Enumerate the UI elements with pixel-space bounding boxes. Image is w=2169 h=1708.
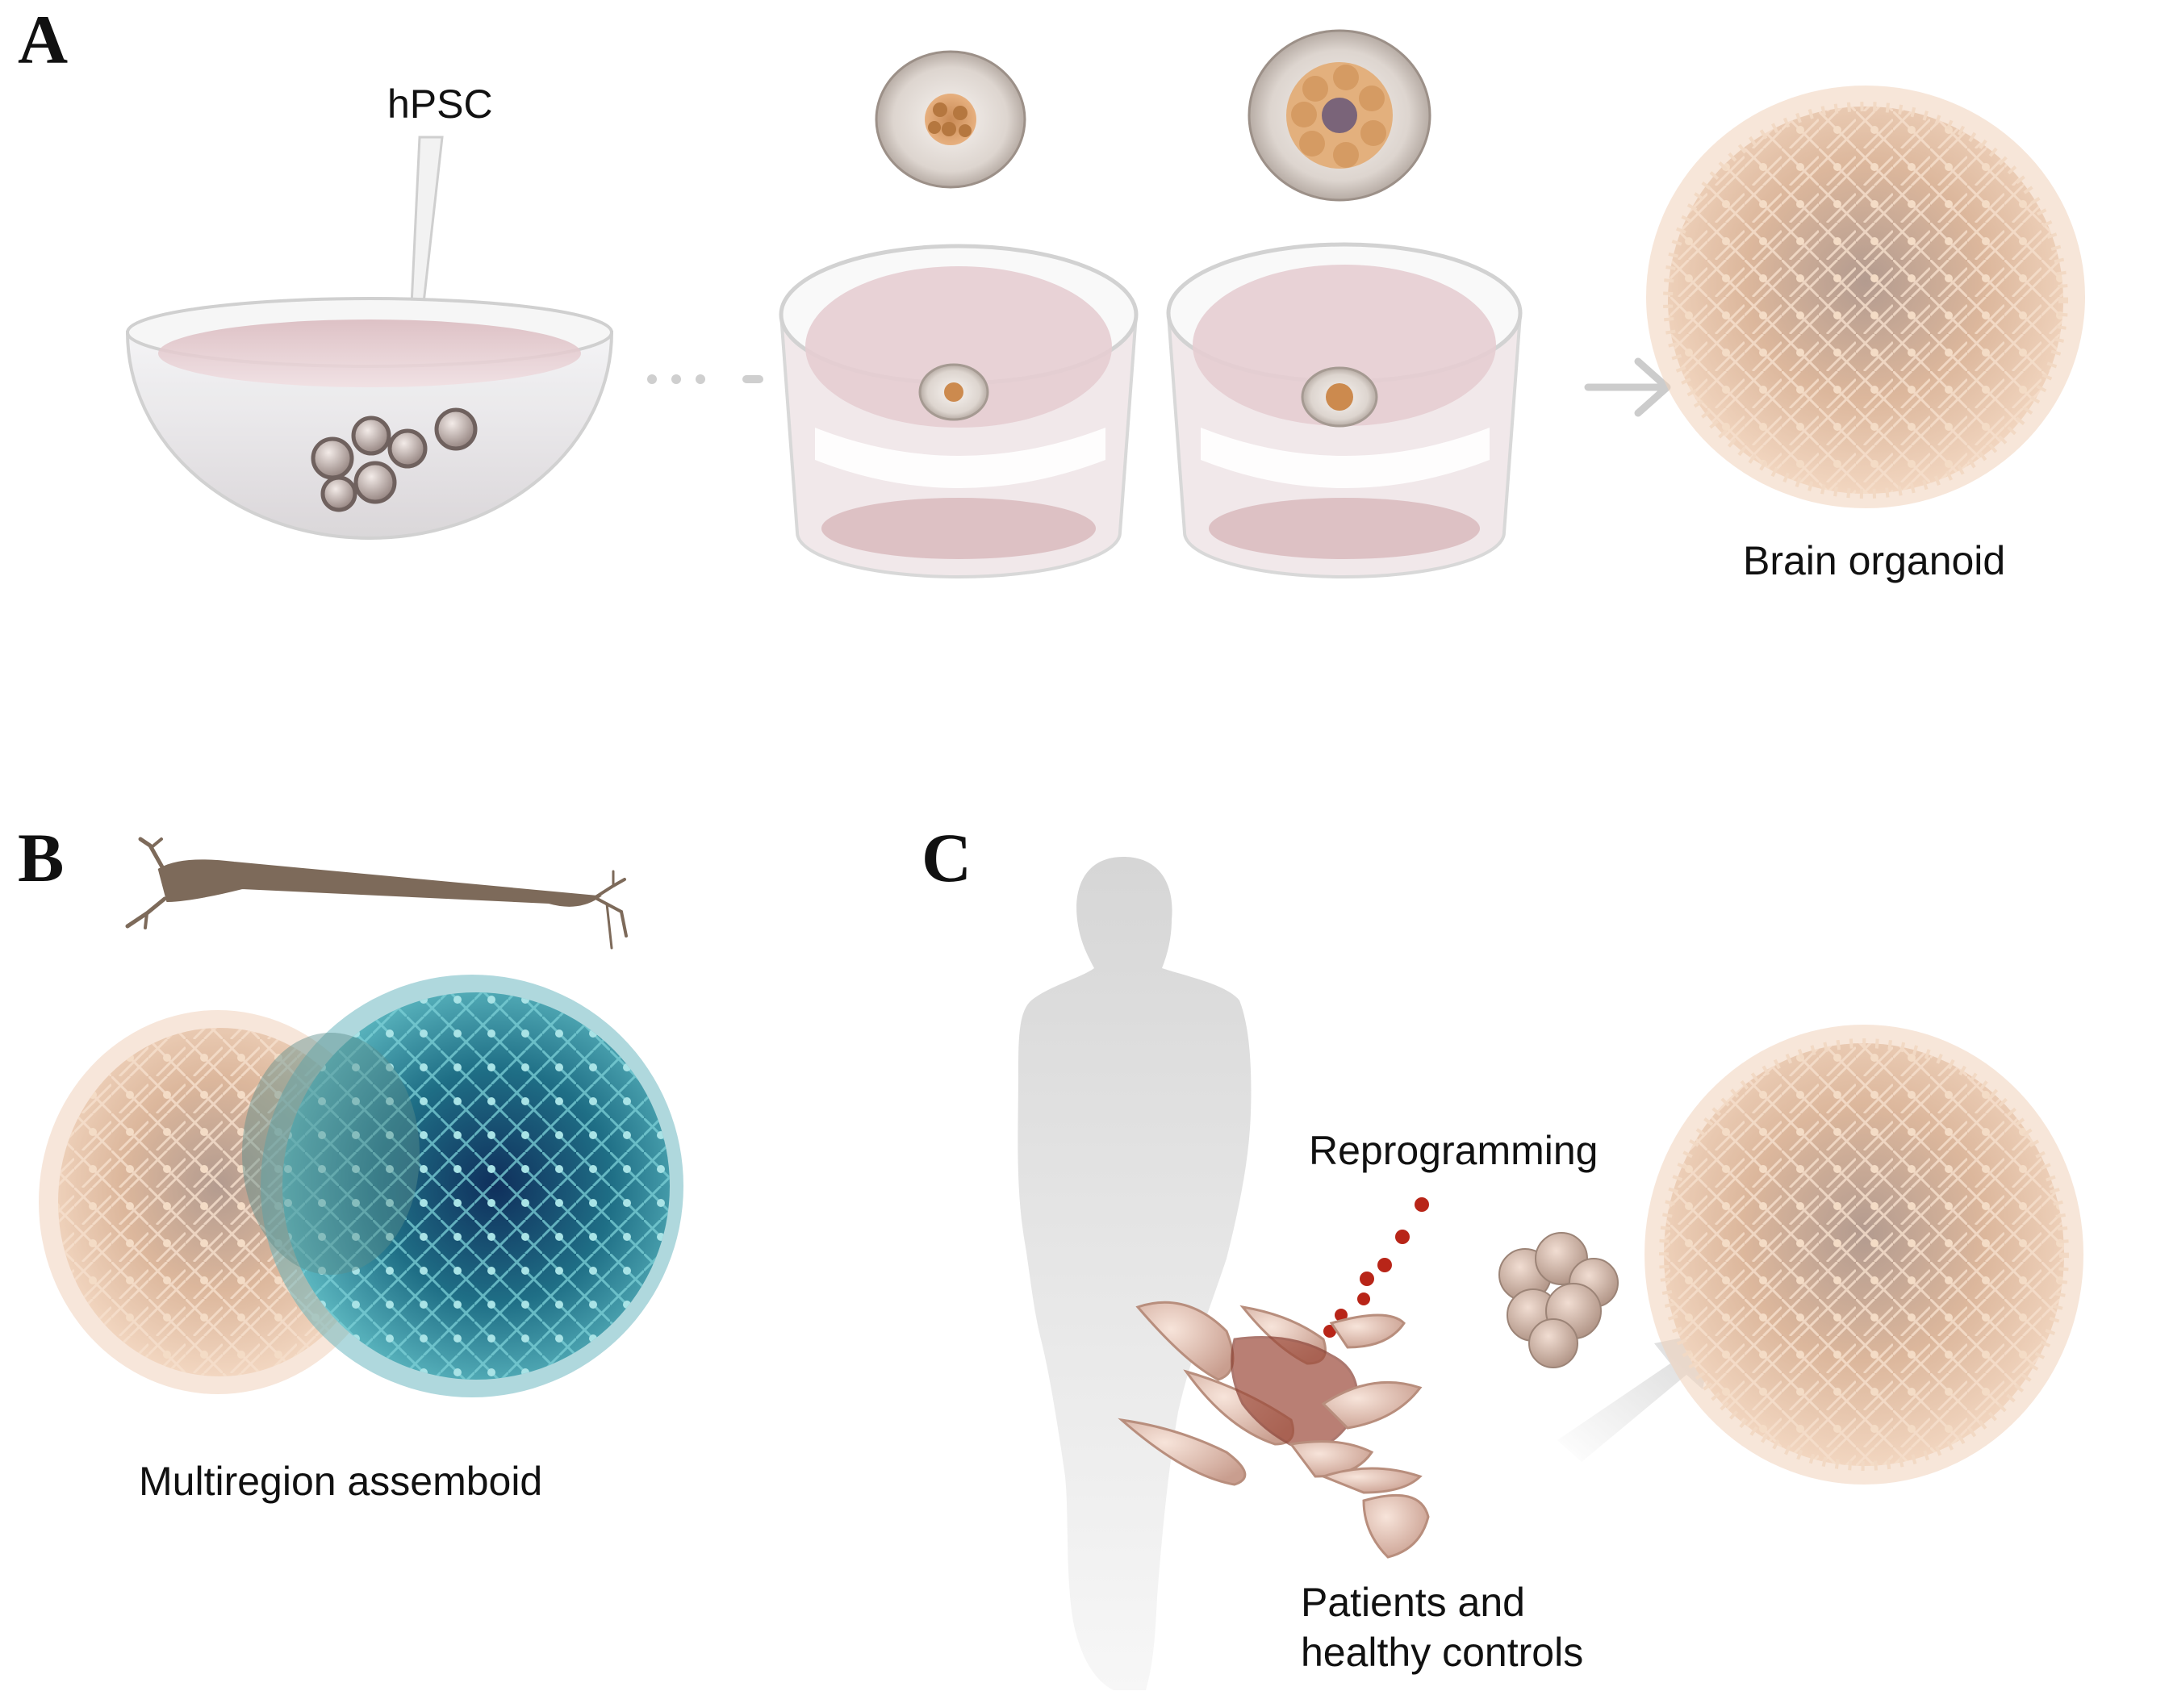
panel-c: C Reprogramming [922,819,2083,1690]
patients-label-line1: Patients and [1301,1580,1525,1625]
assemboid-label: Multiregion assemboid [139,1459,542,1504]
brain-organoid-label: Brain organoid [1743,538,2005,583]
arrow-right-icon [1584,357,1671,417]
culture-well-1 [779,244,1139,578]
patients-label-line2: healthy controls [1301,1630,1583,1675]
panel-a: A hPSC [18,1,2085,583]
panel-a-letter: A [18,1,68,78]
culture-well-2 [1166,242,1523,578]
ipsc-spheroid-icon [1498,1232,1619,1368]
panel-b-letter: B [18,819,64,896]
embedded-organoid-early-icon [875,50,1026,189]
hpsc-label: hPSC [387,81,493,127]
panel-b: B Multiregion assemboid [18,819,683,1504]
panel-c-letter: C [922,819,972,896]
petri-dish-icon [125,297,614,540]
neuron-icon [125,837,628,950]
patient-derived-organoid-icon [1645,1025,2083,1485]
fibroblast-cells-icon [1118,1301,1430,1559]
multiregion-assemboid-icon [39,975,683,1397]
brain-organoid-icon [1646,86,2085,508]
human-silhouette-icon [1018,857,1252,1690]
embedded-organoid-late-icon [1247,29,1431,202]
continuation-dots [647,374,763,384]
reprogramming-label: Reprogramming [1309,1128,1598,1173]
stem-cell-cluster [311,407,478,512]
